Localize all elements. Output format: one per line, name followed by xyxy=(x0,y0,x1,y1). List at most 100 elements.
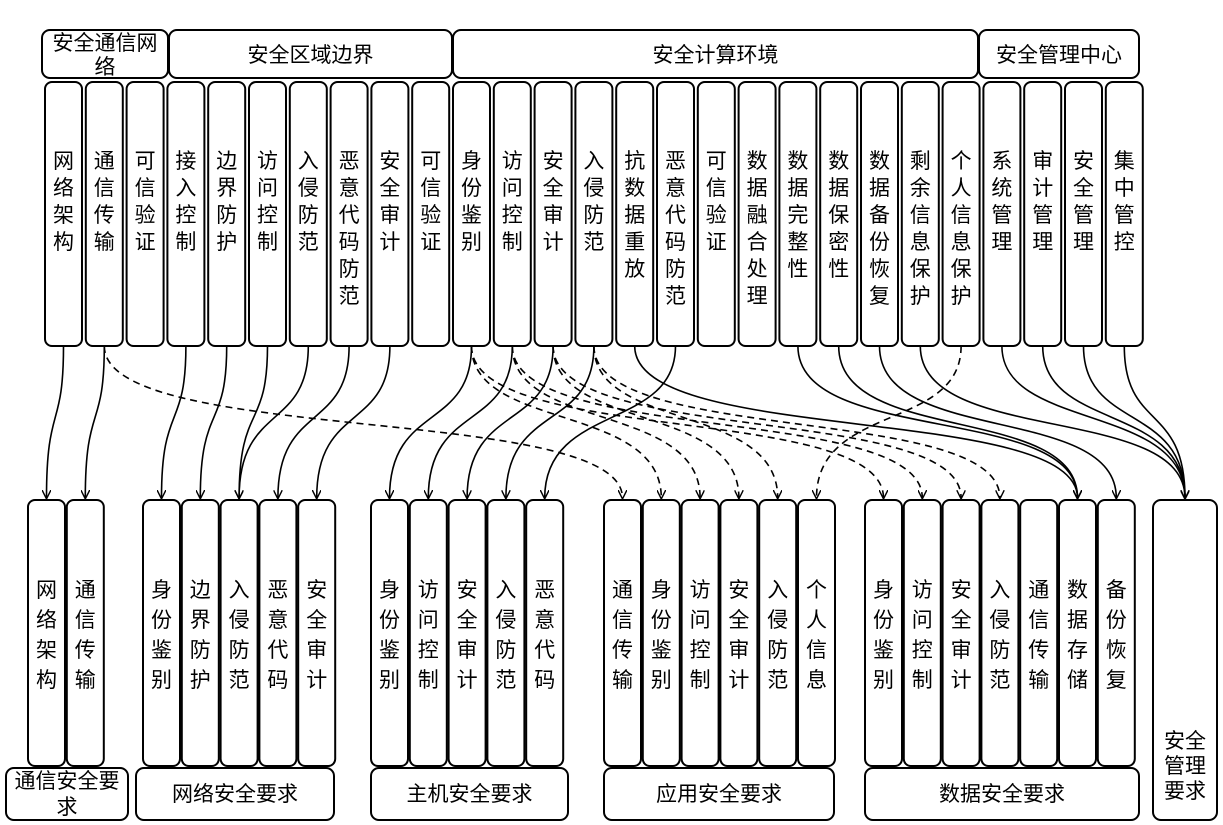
top-item-box xyxy=(207,81,247,347)
top-item-label: 通信传输 xyxy=(94,149,115,254)
bottom-item-box xyxy=(258,499,298,767)
top-item-label: 安全审计 xyxy=(543,149,564,254)
top-item-box xyxy=(125,81,165,347)
top-item-box xyxy=(574,81,614,347)
top-header-label: 安全计算环境 xyxy=(653,43,779,67)
top-item-21: 剩余信息保护 xyxy=(900,81,940,347)
bottom-item-box xyxy=(27,499,66,767)
bottom-item-box xyxy=(486,499,526,767)
top-item-box xyxy=(288,81,328,347)
top-item-label: 数据保密性 xyxy=(828,149,849,281)
bottom-item-label: 身份鉴别 xyxy=(651,578,672,692)
link-31 xyxy=(1123,345,1185,498)
bottom-item-box xyxy=(719,499,759,767)
top-item-label: 访问控制 xyxy=(257,149,278,254)
bottom-group-label: 网络安全要求 xyxy=(172,782,298,806)
link-13 xyxy=(545,345,677,498)
link-11 xyxy=(467,345,554,498)
top-item-16: 可信验证 xyxy=(696,81,736,347)
bottom-item-box xyxy=(180,499,220,767)
bottom-item: 通信传输 xyxy=(65,499,105,767)
top-layer: 安全通信网络安全区域边界安全计算环境安全管理中心网络架构通信传输可信验证接入控制… xyxy=(41,29,1144,347)
top-item-24: 审计管理 xyxy=(1023,81,1063,347)
top-item-4: 边界防护 xyxy=(207,81,247,347)
link-23 xyxy=(633,345,1078,498)
bottom-group-label-box xyxy=(603,767,835,821)
bottom-item: 恶意代码 xyxy=(525,499,565,767)
link-30 xyxy=(1082,345,1186,498)
top-header-label: 络 xyxy=(95,55,116,79)
bottom-item-box xyxy=(1058,499,1097,767)
link-17 xyxy=(593,345,778,498)
bottom-item: 边界防护 xyxy=(180,499,220,767)
bottom-item-box xyxy=(142,499,181,767)
bottom-item-box xyxy=(980,499,1020,767)
bottom-item-label: 身份鉴别 xyxy=(873,578,894,692)
management-requirements-box xyxy=(1152,499,1218,821)
bottom-group-label-box xyxy=(5,767,129,821)
bottom-item-label: 身份鉴别 xyxy=(379,578,400,692)
link-18 xyxy=(817,345,962,498)
bottom-item-label: 恶意代码 xyxy=(534,578,555,692)
bottom-group-label: 通信安全要 xyxy=(15,769,120,793)
link-8 xyxy=(317,345,391,498)
bottom-item-label: 入侵防范 xyxy=(767,578,788,692)
top-header-3: 安全管理中心 xyxy=(978,29,1140,79)
link-28 xyxy=(1001,345,1185,498)
top-item-label: 身份鉴别 xyxy=(461,149,482,254)
top-item-10: 身份鉴别 xyxy=(452,81,491,347)
bottom-group-label-box xyxy=(864,767,1140,821)
top-item-1: 通信传输 xyxy=(84,81,124,347)
top-item-3: 接入控制 xyxy=(166,81,206,347)
bottom-item: 恶意代码 xyxy=(258,499,298,767)
top-item-15: 恶意代码防范 xyxy=(656,81,695,347)
bottom-item-box xyxy=(902,499,942,767)
top-item-7: 恶意代码防范 xyxy=(329,81,369,347)
top-item-label: 访问控制 xyxy=(502,149,523,254)
top-item-box xyxy=(900,81,940,347)
bottom-item-box xyxy=(758,499,798,767)
bottom-item-label: 通信传输 xyxy=(1028,578,1049,692)
top-item-label: 可信验证 xyxy=(135,149,156,254)
link-29 xyxy=(1041,345,1185,498)
bottom-group-label: 数据安全要求 xyxy=(939,782,1065,806)
link-2 xyxy=(103,345,622,498)
top-item-label: 安全审计 xyxy=(379,149,400,254)
top-item-box xyxy=(492,81,532,347)
bottom-group-label-box xyxy=(135,767,335,821)
bottom-item: 访问控制 xyxy=(408,499,448,767)
top-item-17: 数据融合处理 xyxy=(737,81,777,347)
top-item-box xyxy=(778,81,818,347)
top-item-label: 抗数据重放 xyxy=(624,149,645,281)
link-3 xyxy=(162,345,187,498)
bottom-item-label: 入侵防范 xyxy=(229,578,250,692)
link-20 xyxy=(511,345,922,498)
bottom-item-label: 数据存储 xyxy=(1067,578,1088,692)
management-requirements-label: 要求 xyxy=(1164,779,1206,803)
bottom-item-label: 访问控制 xyxy=(912,578,933,692)
bottom-item-label: 安全审计 xyxy=(951,578,972,692)
top-item-label: 可信验证 xyxy=(420,149,441,254)
link-10 xyxy=(428,345,514,498)
top-header-label: 安全通信网 xyxy=(53,31,158,55)
bottom-item-label: 通信传输 xyxy=(612,578,633,692)
bottom-item: 备份恢复 xyxy=(1096,499,1136,767)
bottom-item-label: 通信传输 xyxy=(75,578,96,692)
link-15 xyxy=(511,345,700,498)
top-header-label: 安全区域边界 xyxy=(248,43,374,67)
top-item-label: 数据完整性 xyxy=(787,149,808,281)
bottom-item-box xyxy=(641,499,681,767)
bottom-item-box xyxy=(864,499,903,767)
bottom-item-label: 边界防护 xyxy=(190,578,211,692)
bottom-item-box xyxy=(603,499,642,767)
bottom-group-label: 求 xyxy=(57,795,78,819)
link-9 xyxy=(390,345,473,498)
bottom-item: 入侵防范 xyxy=(219,499,259,767)
bottom-item: 安全审计 xyxy=(941,499,981,767)
